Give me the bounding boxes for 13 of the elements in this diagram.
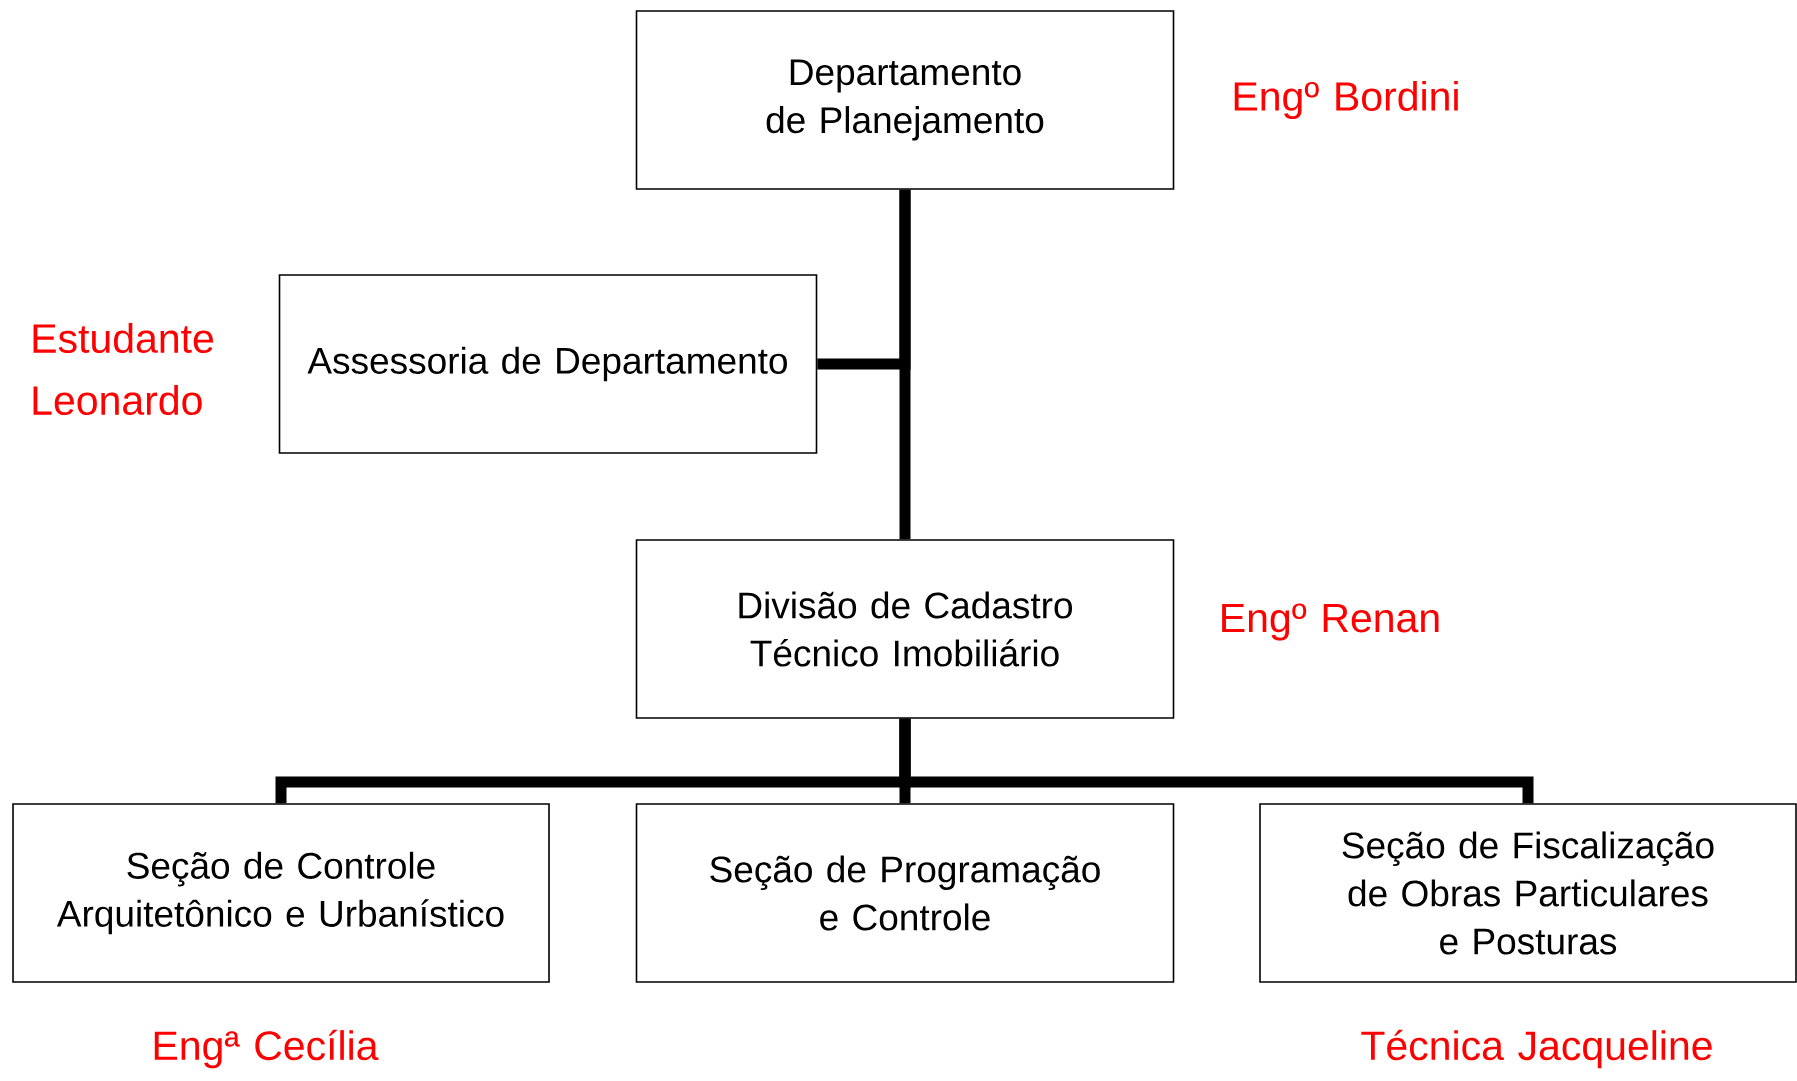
connector-line bbox=[899, 189, 911, 540]
person-name: Engº Renan bbox=[1222, 603, 1439, 641]
person-name: Engª Cecília bbox=[154, 1029, 379, 1069]
org-box: Assessoria de Departamento bbox=[278, 274, 818, 454]
person-name: Técnica Jacqueline bbox=[1361, 1029, 1712, 1069]
connector-line bbox=[899, 718, 1534, 804]
org-box: Seção de Controle Arquitetônico e Urbanístico bbox=[12, 803, 550, 983]
person-name: Engº Bordini bbox=[1234, 80, 1458, 120]
org-box: Seção de Fiscalização de Obras Particulares e Posturas bbox=[1259, 803, 1797, 983]
org-box: Divisão de Cadastro Técnico Imobiliário bbox=[635, 539, 1175, 719]
org-box: Departamento de Planejamento bbox=[635, 10, 1175, 190]
org-box: Seção de Programação e Controle bbox=[635, 803, 1175, 983]
person-name: Estudante Leonardo bbox=[33, 322, 213, 416]
